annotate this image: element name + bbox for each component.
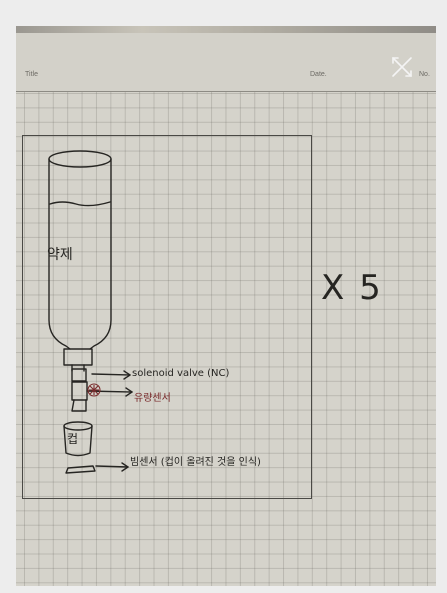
notebook-page: Title Date. No. bbox=[16, 33, 436, 586]
diagram-drawing bbox=[16, 33, 436, 586]
flow-sensor-label: 유량센서 bbox=[134, 389, 171, 404]
beam-sensor-label: 빔센서 (컵이 올려진 것을 인식) bbox=[130, 453, 261, 468]
solenoid-valve bbox=[64, 349, 130, 381]
multiplier-label: X 5 bbox=[321, 268, 383, 308]
beam-sensor bbox=[66, 463, 128, 473]
valve-label: solenoid valve (NC) bbox=[132, 368, 229, 379]
flow-sensor-marker bbox=[88, 384, 100, 396]
photo-top-edge bbox=[16, 26, 436, 33]
photo-viewer: Title Date. No. bbox=[16, 26, 436, 586]
flow-sensor bbox=[72, 382, 132, 411]
bottle-label: 약제 bbox=[47, 244, 73, 264]
cup-label: 컵 bbox=[67, 430, 78, 447]
